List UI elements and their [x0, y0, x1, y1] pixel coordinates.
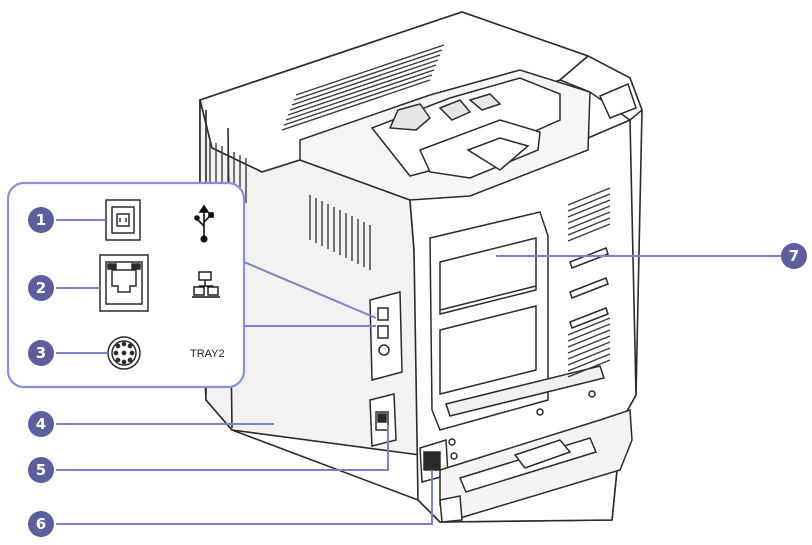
svg-text:7: 7	[789, 247, 799, 265]
usb-symbol-icon	[194, 204, 214, 243]
svg-text:4: 4	[36, 415, 46, 433]
rear-slots	[569, 247, 609, 329]
power-switch	[369, 393, 397, 447]
connector-inset: TRAY2	[6, 181, 246, 389]
rear-cover-panel	[429, 211, 605, 431]
callout-5: 5	[28, 457, 54, 483]
callout-1: 1	[28, 207, 54, 233]
callout-badges: 1 2 3 4 5 6 7	[28, 207, 807, 537]
rear-vents	[567, 187, 611, 378]
duplex-unit	[439, 390, 633, 523]
leader-inset-to-panel-a	[243, 261, 377, 319]
callout-6: 6	[28, 511, 54, 537]
svg-text:3: 3	[36, 344, 46, 362]
callout-7: 7	[781, 243, 807, 269]
port-panel	[369, 291, 403, 381]
svg-text:6: 6	[36, 515, 46, 533]
top-vents	[281, 44, 445, 131]
network-port	[99, 254, 149, 312]
leader-lines	[56, 219, 782, 525]
usb-port	[105, 199, 141, 241]
svg-text:2: 2	[36, 279, 46, 297]
svg-text:5: 5	[36, 461, 46, 479]
tray2-connector	[107, 336, 141, 370]
tray2-label: TRAY2	[190, 348, 225, 360]
callout-2: 2	[28, 275, 54, 301]
callout-3: 3	[28, 340, 54, 366]
svg-text:1: 1	[36, 211, 46, 229]
callout-4: 4	[28, 411, 54, 437]
leader-line-5	[56, 425, 389, 471]
leader-line-6	[56, 470, 433, 525]
network-computers-icon	[192, 271, 220, 298]
output-tray	[299, 55, 643, 201]
